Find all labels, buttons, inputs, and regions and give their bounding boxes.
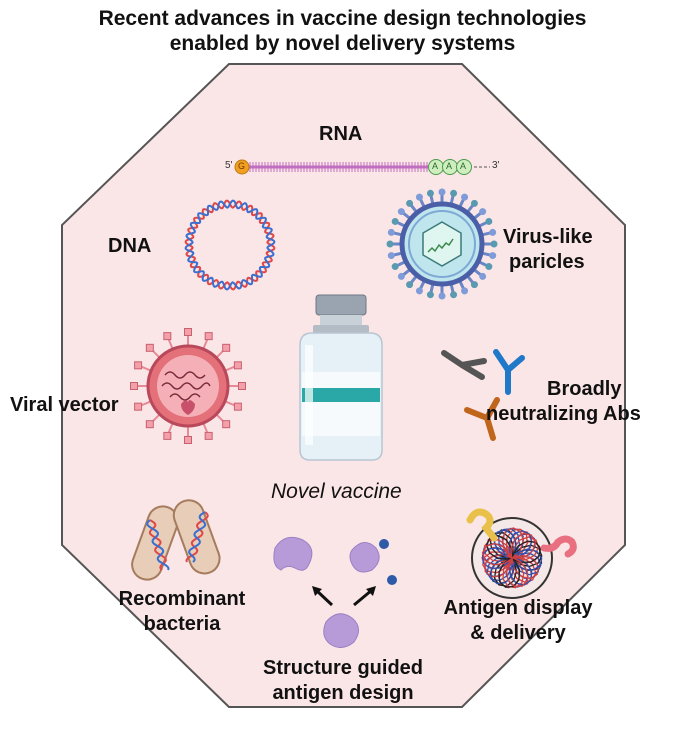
bacteria-label-line-2: bacteria — [143, 613, 221, 635]
antibody-label-line-2: neutralizing Abs — [486, 403, 641, 425]
antibody-label-line-1: Broadly — [547, 378, 622, 400]
nanoparticle-icon — [466, 508, 577, 599]
antibody-icon — [441, 349, 525, 441]
virus-like-particle-icon — [386, 188, 498, 300]
antigen-protein-icon — [273, 536, 397, 648]
rna-label: RNA — [319, 123, 363, 145]
vaccine-vial-icon — [299, 294, 383, 461]
antigen-display-label-line-2: & delivery — [470, 622, 566, 644]
dna-label: DNA — [108, 235, 152, 257]
diagram-title-line-1: Recent advances in vaccine design techno… — [98, 7, 587, 30]
rna-tail-a2: A — [446, 161, 453, 171]
dna-plasmid-icon — [184, 199, 276, 291]
diagram-title-line-2: enabled by novel delivery systems — [169, 32, 516, 55]
vlp-label-line-2: paricles — [509, 251, 585, 273]
structure-label-line-1: Structure guided — [262, 657, 423, 679]
vlp-label-line-1: Virus-like — [503, 226, 593, 248]
rna-tail-a1: A — [432, 161, 439, 171]
rna-three-prime: 3' — [492, 160, 500, 171]
rna-tail-a3: A — [460, 161, 467, 171]
rna-cap-label: G — [238, 161, 246, 171]
antigen-display-label-line-1: Antigen display — [443, 597, 593, 619]
bacteria-icon — [131, 499, 221, 581]
center-label: Novel vaccine — [271, 480, 402, 503]
viral-vector-icon — [130, 328, 246, 444]
viral-vector-label: Viral vector — [10, 394, 119, 416]
bacteria-label-line-1: Recombinant — [118, 588, 246, 610]
rna-five-prime: 5' — [225, 160, 233, 171]
rna-strand-icon — [234, 159, 490, 175]
structure-label-line-2: antigen design — [272, 682, 414, 704]
